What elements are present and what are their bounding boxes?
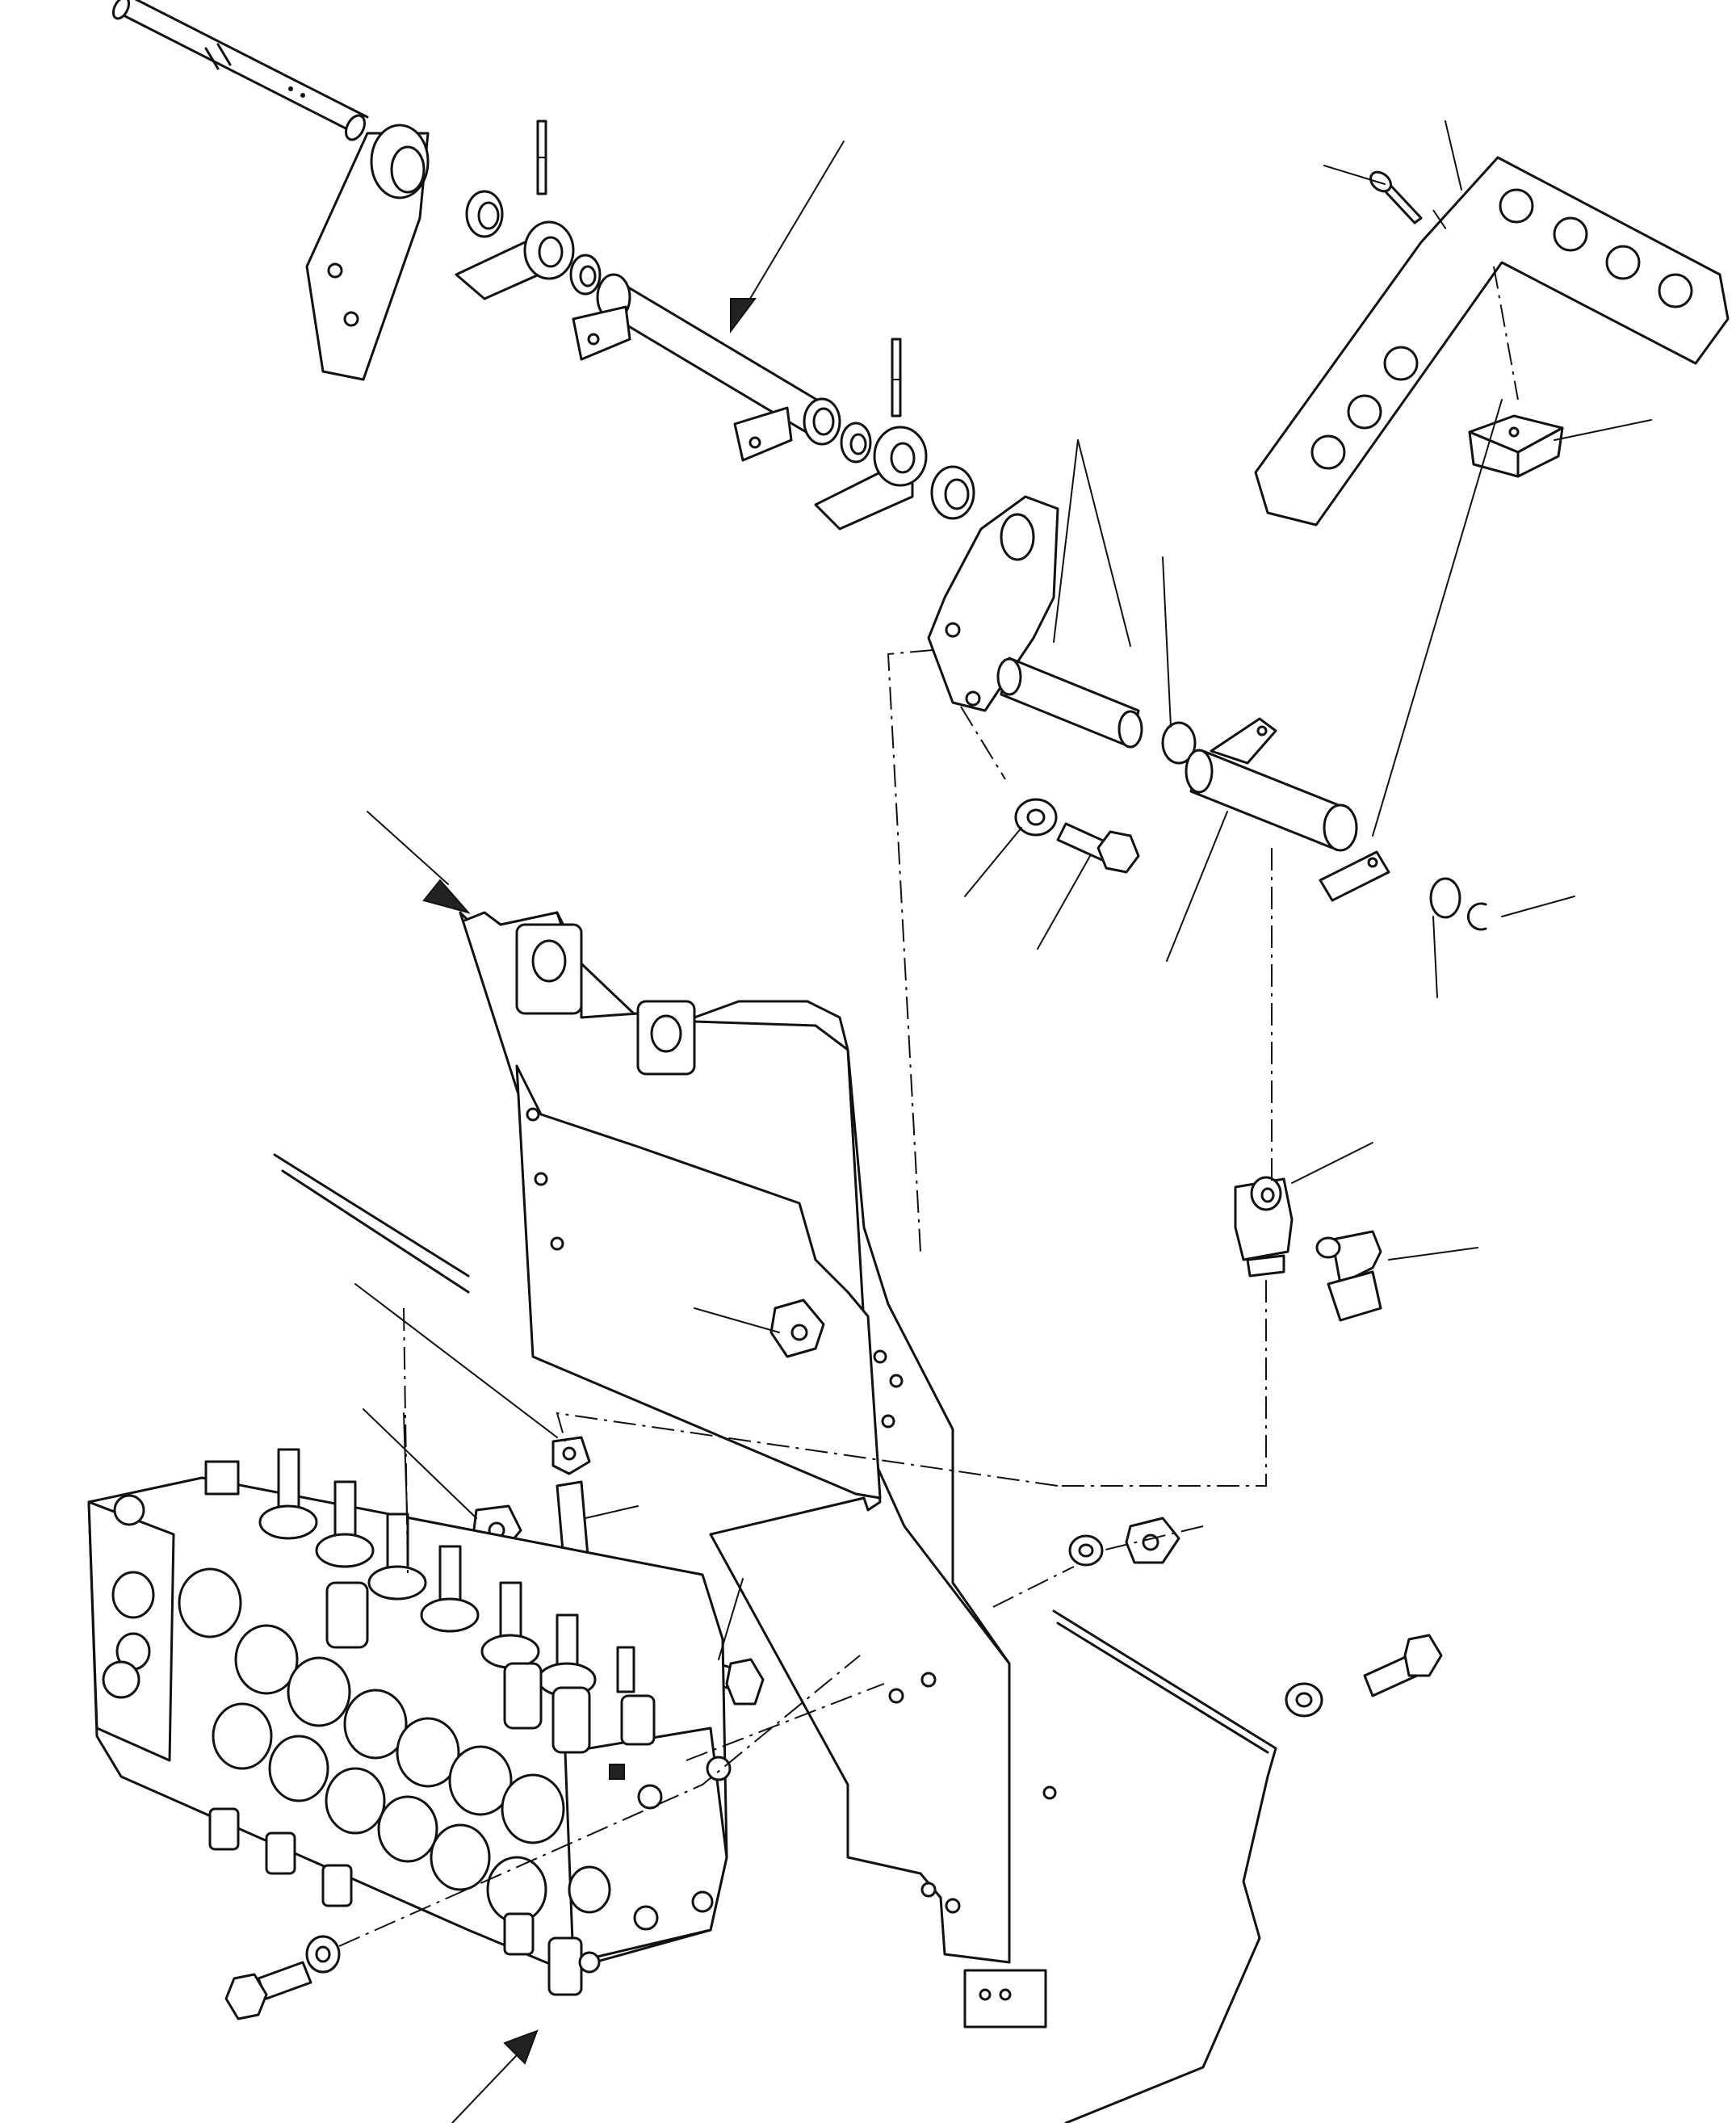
hex-bolt bbox=[224, 1961, 312, 2020]
foot-pedal-plate bbox=[1254, 156, 1730, 527]
control-valve-block bbox=[87, 1448, 732, 1996]
lever-clevis bbox=[455, 220, 575, 300]
pedal-holes bbox=[1310, 188, 1693, 470]
assembly-lines bbox=[338, 209, 1519, 1947]
tube-lever bbox=[572, 273, 841, 462]
hex-bolt bbox=[1056, 822, 1140, 874]
roll-pin bbox=[536, 120, 547, 195]
pivot-pin bbox=[996, 657, 1143, 749]
bushing bbox=[930, 465, 975, 520]
pedal-shaft bbox=[111, 0, 369, 141]
spacer bbox=[840, 422, 872, 464]
washer bbox=[1014, 798, 1058, 837]
leader-lines bbox=[354, 120, 1652, 2123]
clevis-pin bbox=[1315, 1230, 1382, 1322]
valve-support-frame bbox=[459, 911, 1057, 2029]
spacer bbox=[1429, 877, 1461, 919]
hex-bolt bbox=[1369, 170, 1423, 224]
washer bbox=[1068, 1534, 1104, 1567]
washer bbox=[305, 1935, 341, 1974]
washer bbox=[1285, 1682, 1323, 1718]
spacer bbox=[1161, 721, 1197, 765]
roll-pin bbox=[891, 338, 902, 417]
pedal-pad bbox=[1468, 414, 1564, 478]
hex-nut bbox=[769, 1299, 825, 1358]
lever-clevis bbox=[814, 426, 928, 531]
hex-bolt bbox=[1363, 1634, 1443, 1697]
chassis-panel bbox=[273, 1153, 1277, 2123]
clevis-fork bbox=[1234, 1176, 1294, 1278]
relief-valves bbox=[208, 1581, 656, 1996]
spacer bbox=[569, 254, 602, 296]
mounting-plate bbox=[305, 124, 430, 381]
bushing bbox=[465, 190, 504, 238]
tube-lever bbox=[1185, 717, 1390, 902]
snap-ring bbox=[1467, 902, 1487, 931]
hex-nut bbox=[1125, 1517, 1180, 1564]
hex-nut bbox=[551, 1436, 591, 1475]
valve-ports bbox=[111, 1567, 611, 1924]
